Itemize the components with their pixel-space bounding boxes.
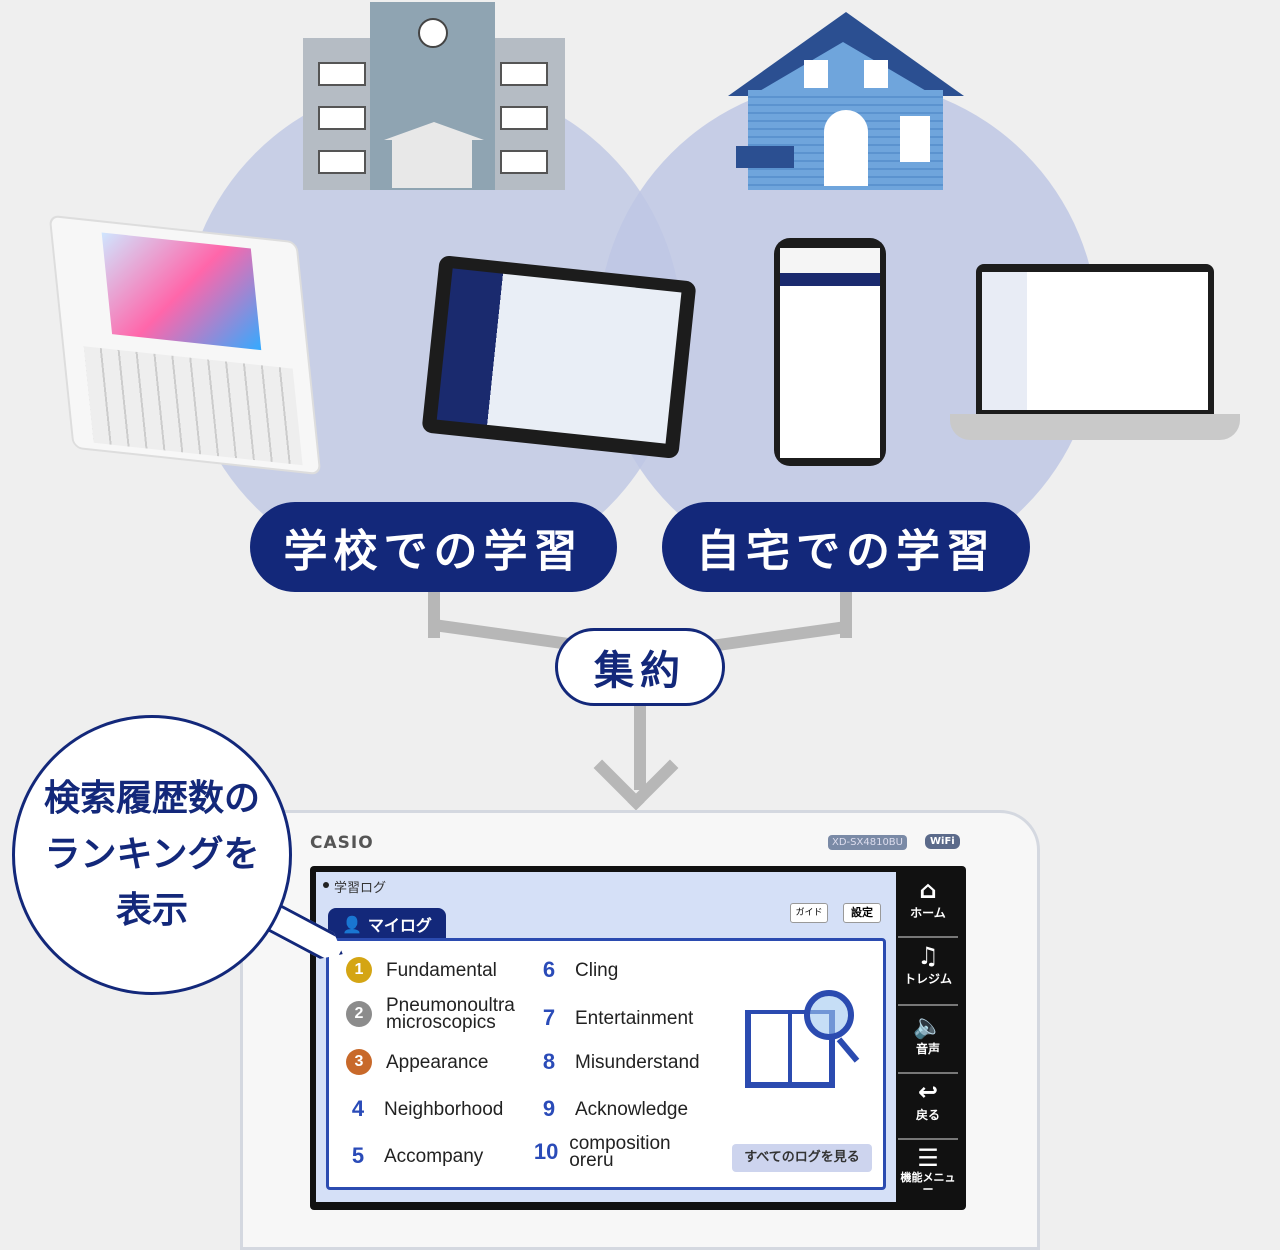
school-learning-label: 学校での学習 — [250, 502, 617, 592]
view-all-logs-button[interactable]: すべてのログを見る — [732, 1144, 872, 1172]
rank-medal: 1 — [346, 957, 372, 983]
arrow-down-icon — [593, 725, 679, 811]
home-icon: ⌂ — [919, 876, 937, 904]
electronic-dictionary-illustration — [48, 214, 322, 476]
callout-line: 検索履歴数の — [43, 778, 260, 819]
rank-medal: 2 — [346, 1001, 372, 1027]
callout-line: 表示 — [115, 890, 188, 931]
laptop-base — [950, 414, 1240, 440]
tab-label: マイログ — [367, 916, 432, 935]
aggregate-label: 集約 — [555, 628, 725, 706]
model-badge: XD-SX4810BU — [828, 835, 907, 850]
laptop-illustration — [976, 264, 1214, 414]
speaker-icon: 🔈 — [913, 1012, 943, 1040]
guide-button[interactable]: ガイド — [790, 903, 828, 923]
smartphone-illustration — [774, 238, 886, 466]
tablet-illustration — [421, 255, 697, 459]
headphones-icon: ♫ — [917, 942, 939, 970]
side-menu-training[interactable]: ♫トレジム — [898, 942, 958, 1006]
settings-button[interactable]: 設定 — [843, 903, 881, 923]
back-icon: ↩ — [917, 1078, 939, 1106]
home-learning-label: 自宅での学習 — [662, 502, 1030, 592]
bullet-icon — [323, 882, 329, 888]
side-menu-audio[interactable]: 🔈音声 — [898, 1012, 958, 1074]
callout-line: ランキングを — [44, 834, 260, 875]
user-icon: 👤 — [342, 914, 362, 934]
menu-icon: ☰ — [917, 1144, 939, 1172]
connector-right-h — [712, 620, 852, 652]
screen-title: 学習ログ — [334, 881, 387, 896]
connector-left-h — [428, 618, 568, 650]
wifi-badge: WiFi — [925, 834, 960, 849]
side-menu-functions[interactable]: ☰機能メニュー — [898, 1144, 958, 1202]
side-menu-back[interactable]: ↩戻る — [898, 1078, 958, 1140]
side-menu-home[interactable]: ⌂ホーム — [898, 876, 958, 938]
brand-logo: CASIO — [310, 833, 374, 853]
callout-bubble: 検索履歴数の ランキングを 表示 — [12, 715, 292, 995]
tab-mylog[interactable]: 👤 マイログ — [328, 908, 446, 940]
arrow-shaft — [634, 706, 646, 790]
rank-medal: 3 — [346, 1049, 372, 1075]
